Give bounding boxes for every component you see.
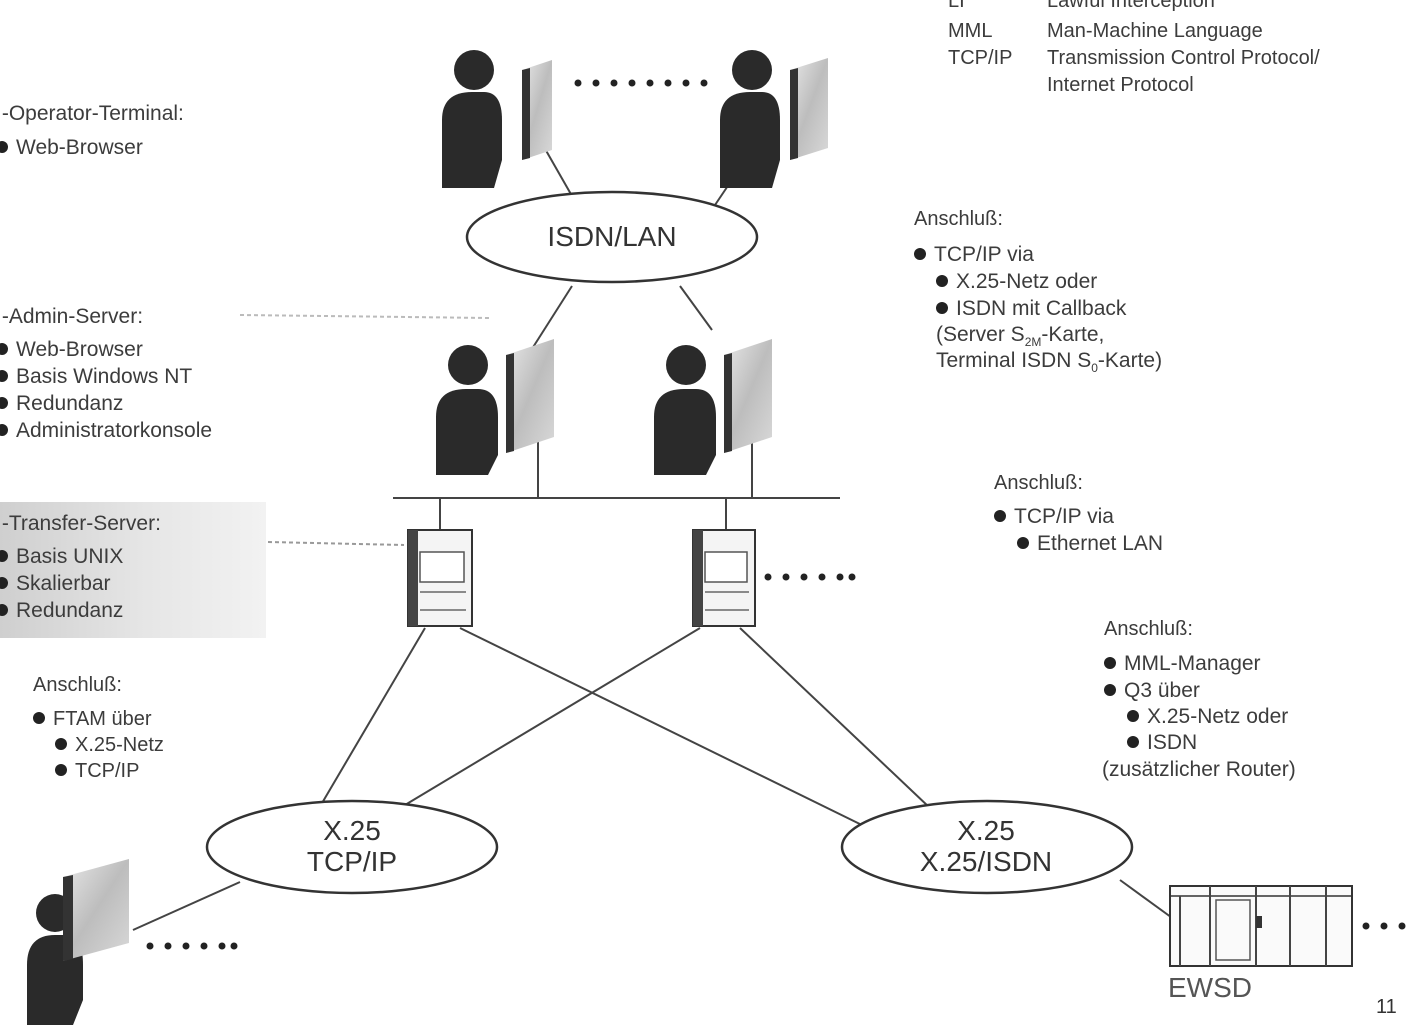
page-number: 11: [1376, 996, 1397, 1018]
x25-isdn-label-1: X.25: [957, 815, 1015, 846]
anschluss-ewsd-item: MML-Manager: [1104, 652, 1261, 676]
connection-lines: [132, 139, 1176, 931]
legend-abbr-tcpip: TCP/IP: [948, 47, 1013, 69]
anschluss-transfer-item: FTAM über: [33, 708, 152, 731]
legend-text-li: Lawful Interception: [1047, 0, 1215, 12]
anschluss-isdn-sub: X.25-Netz oder: [936, 270, 1097, 294]
transfer-server-item: Skalierbar: [0, 572, 111, 596]
legend-text-mml: Man-Machine Language: [1047, 20, 1263, 42]
admin-server-user-2-icon: [654, 339, 772, 475]
operator-terminal-item: Web-Browser: [0, 136, 143, 160]
anschluss-isdn-note-server: (Server S2M-Karte,: [936, 323, 1105, 350]
legend-text-tcpip: Transmission Control Protocol/: [1047, 47, 1320, 69]
anschluss-transfer-title: Anschluß:: [33, 674, 122, 696]
legend-abbr-li: LI: [948, 0, 965, 12]
admin-server-item: Web-Browser: [0, 338, 143, 362]
isdn-lan-label: ISDN/LAN: [547, 221, 677, 252]
transfer-server-item: Basis UNIX: [0, 545, 123, 569]
anschluss-transfer-sub: TCP/IP: [55, 760, 139, 783]
anschluss-isdn-sub: ISDN mit Callback: [936, 297, 1126, 321]
anschluss-lan-title: Anschluß:: [994, 472, 1083, 494]
admin-server-item: Basis Windows NT: [0, 365, 192, 389]
anschluss-isdn-item: TCP/IP via: [914, 243, 1034, 267]
x25-tcpip-cloud: [205, 799, 499, 895]
anschluss-ewsd-sub: X.25-Netz oder: [1127, 705, 1288, 729]
anschluss-isdn-title: Anschluß:: [914, 208, 1003, 230]
legend-text-tcpip-cont: Internet Protocol: [1047, 74, 1194, 96]
transfer-server-item: Redundanz: [0, 599, 123, 623]
anschluss-ewsd-note: (zusätzlicher Router): [1102, 758, 1296, 781]
operator-terminal-title: I-Operator-Terminal:: [0, 102, 184, 125]
isdn-lan-cloud: [465, 190, 759, 284]
ewsd-switch-icon: [1169, 885, 1353, 967]
admin-server-title: I-Admin-Server:: [0, 305, 144, 328]
x25-tcpip-label-2: TCP/IP: [306, 846, 398, 877]
x25-isdn-cloud: [840, 799, 1134, 895]
ewsd-label: EWSD: [1168, 972, 1252, 1003]
transfer-server-2-icon: [692, 529, 756, 627]
anschluss-lan-item: TCP/IP via: [994, 505, 1114, 529]
x25-isdn-label-2: X.25/ISDN: [919, 846, 1053, 877]
anschluss-ewsd-item: Q3 über: [1104, 679, 1200, 703]
x25-tcpip-label-1: X.25: [323, 815, 381, 846]
transfer-server-box: [0, 502, 266, 638]
admin-server-item: Redundanz: [0, 392, 123, 416]
external-user-icon: [27, 859, 129, 1025]
transfer-server-1-icon: [407, 529, 473, 627]
ellipsis-dots: [146, 79, 1406, 950]
admin-server-item: Administratorkonsole: [0, 419, 212, 443]
operator-terminal-user-2-icon: [720, 50, 828, 188]
operator-terminal-user-1-icon: [442, 50, 552, 188]
anschluss-transfer-sub: X.25-Netz: [55, 734, 164, 757]
anschluss-ewsd-title: Anschluß:: [1104, 618, 1193, 640]
admin-server-connector: [239, 314, 491, 319]
anschluss-isdn-note-terminal: Terminal ISDN S0-Karte): [936, 349, 1163, 376]
admin-server-user-1-icon: [436, 339, 554, 475]
anschluss-lan-sub: Ethernet LAN: [1017, 532, 1163, 556]
anschluss-ewsd-sub: ISDN: [1127, 731, 1197, 755]
transfer-server-title: I-Transfer-Server:: [0, 512, 161, 535]
transfer-server-connector: [267, 541, 405, 546]
legend-abbr-mml: MML: [948, 20, 993, 42]
